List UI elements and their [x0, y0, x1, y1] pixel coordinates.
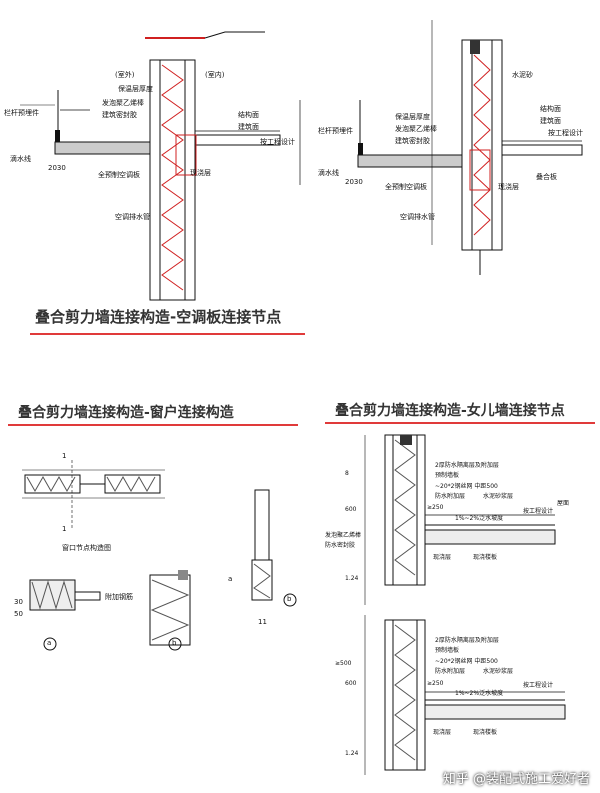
label-extra-rebar: 附加钢筋	[105, 593, 133, 601]
bottom-left-title-rule	[8, 424, 298, 426]
label-cast-slab-lower: 现浇楼板	[473, 729, 498, 736]
label-precast-board-r: 全预制空调板	[385, 183, 427, 191]
watermark: 知乎 @装配式施工爱好者	[442, 772, 590, 787]
label-precast-wall-lower: 预制墙板	[435, 647, 460, 654]
label-cast-slab-parapet: 现浇楼板	[473, 554, 498, 561]
label-section-11: 11	[258, 618, 267, 626]
label-structure-face-r: 结构面	[540, 105, 561, 113]
label-composite-slab-r: 叠合板	[536, 173, 557, 181]
label-dim-2030-r: 2030	[345, 178, 363, 186]
label-ref-b: b	[287, 595, 292, 603]
label-dim-8: 8	[345, 470, 349, 477]
label-dim-600-lower: 600	[345, 680, 357, 687]
label-cast-layer-lower: 现浇层	[433, 729, 452, 736]
label-dim-30: 30	[14, 598, 23, 606]
label-precast-wall: 预制墙板	[435, 472, 460, 479]
top-panel-title-rule	[30, 333, 305, 335]
label-waterproof-layer: 2厚防水隔离层及附加层	[435, 462, 499, 469]
label-railing-embed: 栏杆预埋件	[4, 109, 39, 117]
label-pe-rod-parapet: 发泡聚乙烯棒	[325, 532, 362, 539]
bottom-right-panel: 叠合剪力墙连接构造-女儿墙连接节点 2厚防水隔离层及附加层 预制墙板 ~20*2…	[305, 380, 600, 793]
label-per-design-r: 按工程设计	[548, 129, 583, 137]
label-roof: 屋面	[557, 500, 570, 507]
label-wire-mesh: ~20*2钢丝网 中距500	[435, 483, 498, 490]
label-waterproof-layer-lower: 2厚防水隔离层及附加层	[435, 637, 499, 644]
label-section-1-top: 1	[62, 452, 67, 460]
label-extra-waterproof-lower: 防水附加层	[435, 668, 466, 675]
label-cast-layer-parapet: 现浇层	[433, 554, 452, 561]
air-conditioning-board-node-drawing	[20, 20, 583, 301]
label-per-design-lower: 按工程设计	[523, 682, 554, 689]
label-ref-a: a	[228, 575, 233, 583]
label-drip-line-r: 滴水线	[318, 169, 339, 177]
label-indoor: (室内)	[205, 71, 225, 79]
label-dim-50: 50	[14, 610, 23, 618]
label-wire-mesh-lower: ~20*2钢丝网 中距500	[435, 658, 498, 665]
label-building-face-r: 建筑面	[540, 117, 561, 125]
label-pe-rod-r: 发泡聚乙烯棒	[395, 125, 437, 133]
window-connection-drawing	[22, 460, 297, 651]
label-mortar-layer: 水泥砂浆层	[483, 493, 514, 500]
label-railing-embed-r: 栏杆预埋件	[318, 127, 353, 135]
label-slope-lower: 1%~2%泛水坡度	[455, 690, 504, 697]
label-sealant: 建筑密封胶	[102, 111, 137, 119]
label-dim-124: 1.24	[345, 575, 359, 582]
label-precast-board: 全预制空调板	[98, 171, 140, 179]
label-mortar: 水泥砂	[512, 71, 533, 79]
label-extra-waterproof: 防水附加层	[435, 493, 466, 500]
label-ge-250-lower: ≥250	[427, 680, 444, 687]
label-drain-pipe-r: 空调排水管	[400, 213, 435, 221]
label-detail-b: b	[172, 639, 177, 647]
top-panel: (室外) (室内) 保温层厚度 发泡聚乙烯棒 建筑密封胶 栏杆预埋件 滴水线 2…	[0, 0, 600, 365]
label-sealant-r: 建筑密封胶	[395, 137, 430, 145]
label-section-1-bottom: 1	[62, 525, 67, 533]
label-dim-600: 600	[345, 506, 357, 513]
label-per-design-parapet: 按工程设计	[523, 508, 554, 515]
label-drain-pipe: 空调排水管	[115, 213, 150, 221]
label-cast-layer-r: 现浇层	[498, 183, 519, 191]
bottom-right-title: 叠合剪力墙连接构造-女儿墙连接节点	[335, 403, 565, 419]
label-insulation: 保温层厚度	[118, 85, 153, 93]
label-slope: 1%~2%泛水坡度	[455, 515, 504, 522]
label-outdoor: (室外)	[115, 71, 135, 79]
label-structure-face: 结构面	[238, 111, 259, 119]
label-detail-a: a	[47, 639, 52, 647]
label-dim-124-lower: 1.24	[345, 750, 359, 757]
label-mortar-layer-lower: 水泥砂浆层	[483, 668, 514, 675]
bottom-left-title: 叠合剪力墙连接构造-窗户连接构造	[18, 405, 234, 421]
label-per-design: 按工程设计	[260, 138, 295, 146]
parapet-connection-drawing	[364, 434, 566, 775]
label-pe-rod: 发泡聚乙烯棒	[102, 99, 144, 107]
label-insulation-r: 保温层厚度	[395, 113, 430, 121]
label-dim-2030: 2030	[48, 164, 66, 172]
bottom-left-panel: 叠合剪力墙连接构造-窗户连接构造 1 1 窗口节点构造图 a b 11 a b …	[0, 380, 305, 793]
label-cast-layer: 现浇层	[190, 169, 211, 177]
label-building-face: 建筑面	[238, 123, 259, 131]
label-drip-line: 滴水线	[10, 155, 31, 163]
label-sealant-parapet: 防水密封胶	[325, 542, 356, 549]
label-window-node: 窗口节点构造图	[62, 544, 111, 552]
top-panel-title: 叠合剪力墙连接构造-空调板连接节点	[35, 308, 282, 326]
label-ge-250: ≥250	[427, 504, 444, 511]
bottom-right-title-rule	[325, 422, 595, 424]
label-dim-500: ≥500	[335, 660, 352, 667]
